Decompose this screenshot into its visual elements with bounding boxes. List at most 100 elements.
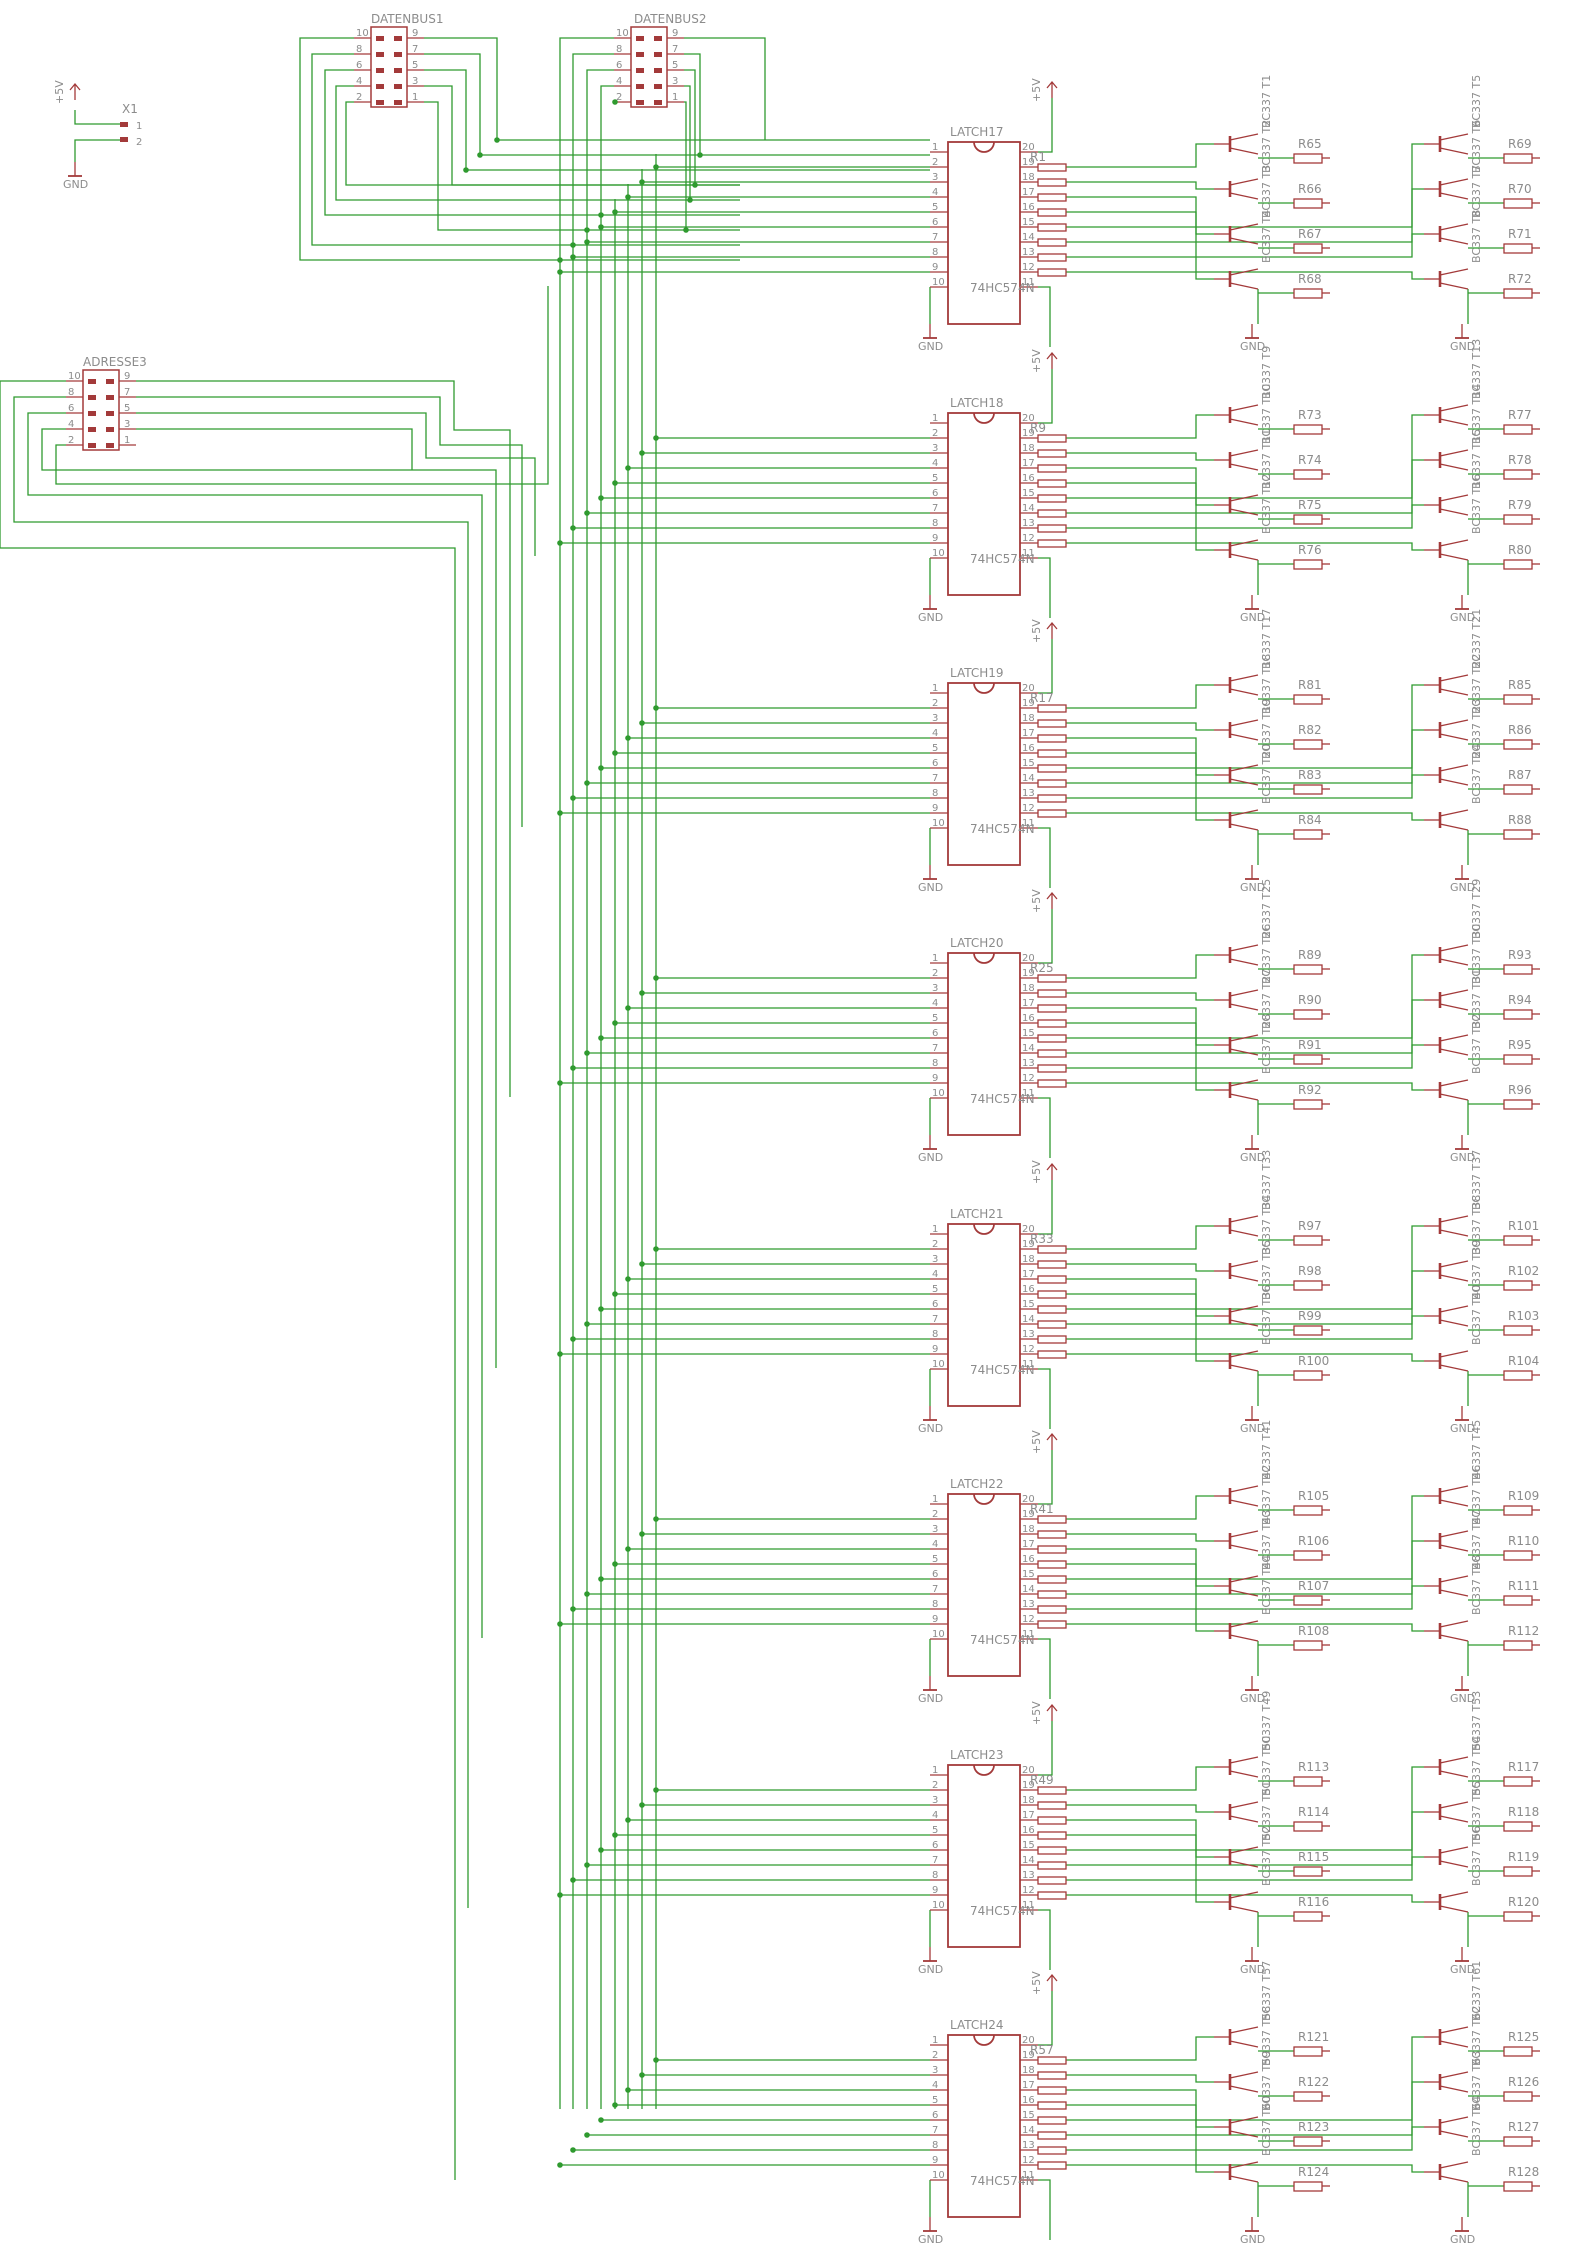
collector-resistor [1293, 2181, 1323, 2192]
transistor-collector [1229, 1305, 1259, 1313]
junction-dot [653, 435, 659, 441]
resistor-label: R111 [1508, 1579, 1539, 1593]
resistor-label: R121 [1298, 2030, 1329, 2044]
latch-chip-22 [947, 1493, 1021, 1677]
chip-notch [973, 952, 995, 964]
wire [1066, 684, 1424, 769]
wire [424, 101, 740, 231]
pin-number: 7 [124, 387, 130, 398]
pin-number: 12 [1022, 1073, 1035, 1084]
pin-number: 1 [124, 435, 130, 446]
collector-resistor [1503, 1550, 1533, 1561]
transistor-emitter [1439, 237, 1469, 245]
collector-resistor [1293, 739, 1323, 750]
vcc-arrow-icon [69, 82, 81, 91]
pin-number: 15 [1022, 1299, 1035, 1310]
collector-resistor [1503, 153, 1533, 164]
collector-resistor [1503, 1325, 1533, 1336]
transistor-emitter [1229, 2175, 1259, 2183]
transistor-collector [1229, 539, 1259, 547]
resistor-label: R127 [1508, 2120, 1539, 2134]
gnd-label: GND [1240, 881, 1265, 894]
output-resistor [1037, 1019, 1067, 1028]
wire [27, 412, 483, 1638]
transistor-emitter [1229, 1905, 1259, 1913]
wire [1066, 2036, 1214, 2061]
output-resistor [1037, 1816, 1067, 1825]
transistor-collector [1439, 1756, 1469, 1764]
junction-dot [570, 1877, 576, 1883]
wire [1066, 752, 1214, 821]
junction-dot [557, 1080, 563, 1086]
pin-number: 6 [932, 217, 938, 228]
collector-resistor [1293, 559, 1323, 570]
transistor-emitter [1439, 823, 1469, 831]
resistor-label: R118 [1508, 1805, 1539, 1819]
wire [1038, 1909, 1051, 1970]
gnd-label: GND [1240, 1151, 1265, 1164]
wire [1066, 1811, 1424, 1866]
wire [1066, 1495, 1424, 1580]
vcc-arrow-icon [1046, 621, 1058, 630]
vcc-label: +5V [53, 80, 66, 104]
transistor-label: BC337 T60 [1260, 2096, 1273, 2156]
collector-resistor [1293, 2091, 1323, 2102]
wire [1066, 1022, 1214, 1091]
transistor-label: BC337 T33 [1260, 1150, 1273, 1210]
junction-dot [570, 2147, 576, 2153]
junction-dot [570, 242, 576, 248]
transistor-collector [1229, 1801, 1259, 1809]
pin-number: 6 [616, 60, 622, 71]
wire [559, 37, 614, 260]
junction-dot [598, 1035, 604, 1041]
output-resistor [1037, 223, 1067, 232]
transistor-label: BC337 T1 [1260, 75, 1273, 128]
transistor-label: BC337 T50 [1260, 1736, 1273, 1796]
pin-number: 1 [932, 953, 938, 964]
transistor-emitter [1229, 1860, 1259, 1868]
resistor-label: R104 [1508, 1354, 1539, 1368]
junction-dot [692, 182, 698, 188]
pin-pad [88, 443, 96, 448]
wire [1066, 1548, 1214, 1587]
junction-dot [653, 705, 659, 711]
collector-resistor [1503, 2136, 1533, 2147]
output-resistor [1037, 989, 1067, 998]
gnd-label: GND [1450, 1692, 1475, 1705]
pin-number: 9 [932, 1885, 938, 1896]
vcc-arrow-icon [1046, 80, 1058, 89]
transistor-collector [1439, 2071, 1469, 2079]
collector-resistor [1293, 1595, 1323, 1606]
pin-number: 12 [1022, 262, 1035, 273]
pin-pad [394, 36, 402, 41]
collector-resistor [1293, 1776, 1323, 1787]
pin-number: 15 [1022, 1840, 1035, 1851]
wire [324, 69, 740, 216]
junction-dot [653, 975, 659, 981]
pin-number: 8 [932, 247, 938, 258]
gnd-label: GND [1450, 611, 1475, 624]
pin-number: 7 [932, 503, 938, 514]
resistor-label: R115 [1298, 1850, 1329, 1864]
collector-resistor [1293, 1821, 1323, 1832]
output-resistor [1037, 1831, 1067, 1840]
transistor-collector [1229, 2071, 1259, 2079]
pin-number: 11 [1022, 548, 1035, 559]
junction-dot [697, 152, 703, 158]
wire [1066, 1263, 1214, 1272]
pin-number: 7 [932, 2125, 938, 2136]
pin-number: 1 [932, 1765, 938, 1776]
resistor-label: R33 [1030, 1232, 1054, 1246]
transistor-emitter [1439, 1274, 1469, 1282]
wire [136, 380, 511, 1097]
transistor-emitter [1439, 1003, 1469, 1011]
wire [335, 85, 740, 201]
pin-number: 5 [932, 2095, 938, 2106]
gnd-label: GND [1240, 1422, 1265, 1435]
pin-number: 8 [616, 44, 622, 55]
wire [424, 53, 930, 156]
transistor-label: BC337 T36 [1260, 1285, 1273, 1345]
pin-number: 1 [932, 1224, 938, 1235]
junction-dot [557, 269, 563, 275]
pin-number: 16 [1022, 1554, 1035, 1565]
